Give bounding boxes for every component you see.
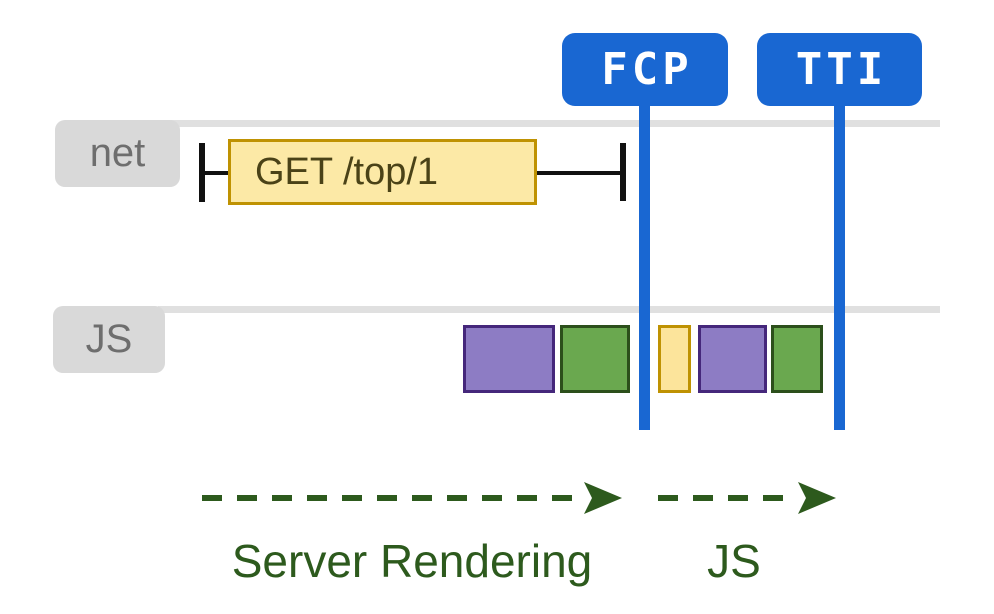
js-lane-label: JS — [53, 306, 165, 373]
js-task-block-purple — [698, 325, 767, 393]
js-lane-track — [158, 306, 940, 313]
net-lane-label: net — [55, 120, 180, 187]
request-start-cap — [199, 143, 205, 202]
network-request-box: GET /top/1 — [228, 139, 537, 205]
fcp-milestone-badge: FCP — [562, 33, 728, 106]
js-task-block-purple — [463, 325, 555, 393]
server-rendering-arrowhead — [584, 482, 622, 514]
js-task-block-green — [560, 325, 630, 393]
js-arrowhead — [798, 482, 836, 514]
js-phase-label: JS — [707, 535, 761, 587]
js-task-block-green — [771, 325, 823, 393]
js-task-block-yellow — [658, 325, 691, 393]
request-start-connector — [205, 171, 229, 175]
tti-milestone-line — [834, 104, 845, 430]
request-end-cap — [620, 143, 626, 201]
server-rendering-phase-label: Server Rendering — [231, 535, 593, 587]
tti-milestone-badge: TTI — [757, 33, 922, 106]
request-end-connector — [536, 171, 621, 175]
phase-arrows — [202, 482, 836, 514]
net-lane-track — [170, 120, 940, 127]
fcp-milestone-line — [639, 104, 650, 430]
